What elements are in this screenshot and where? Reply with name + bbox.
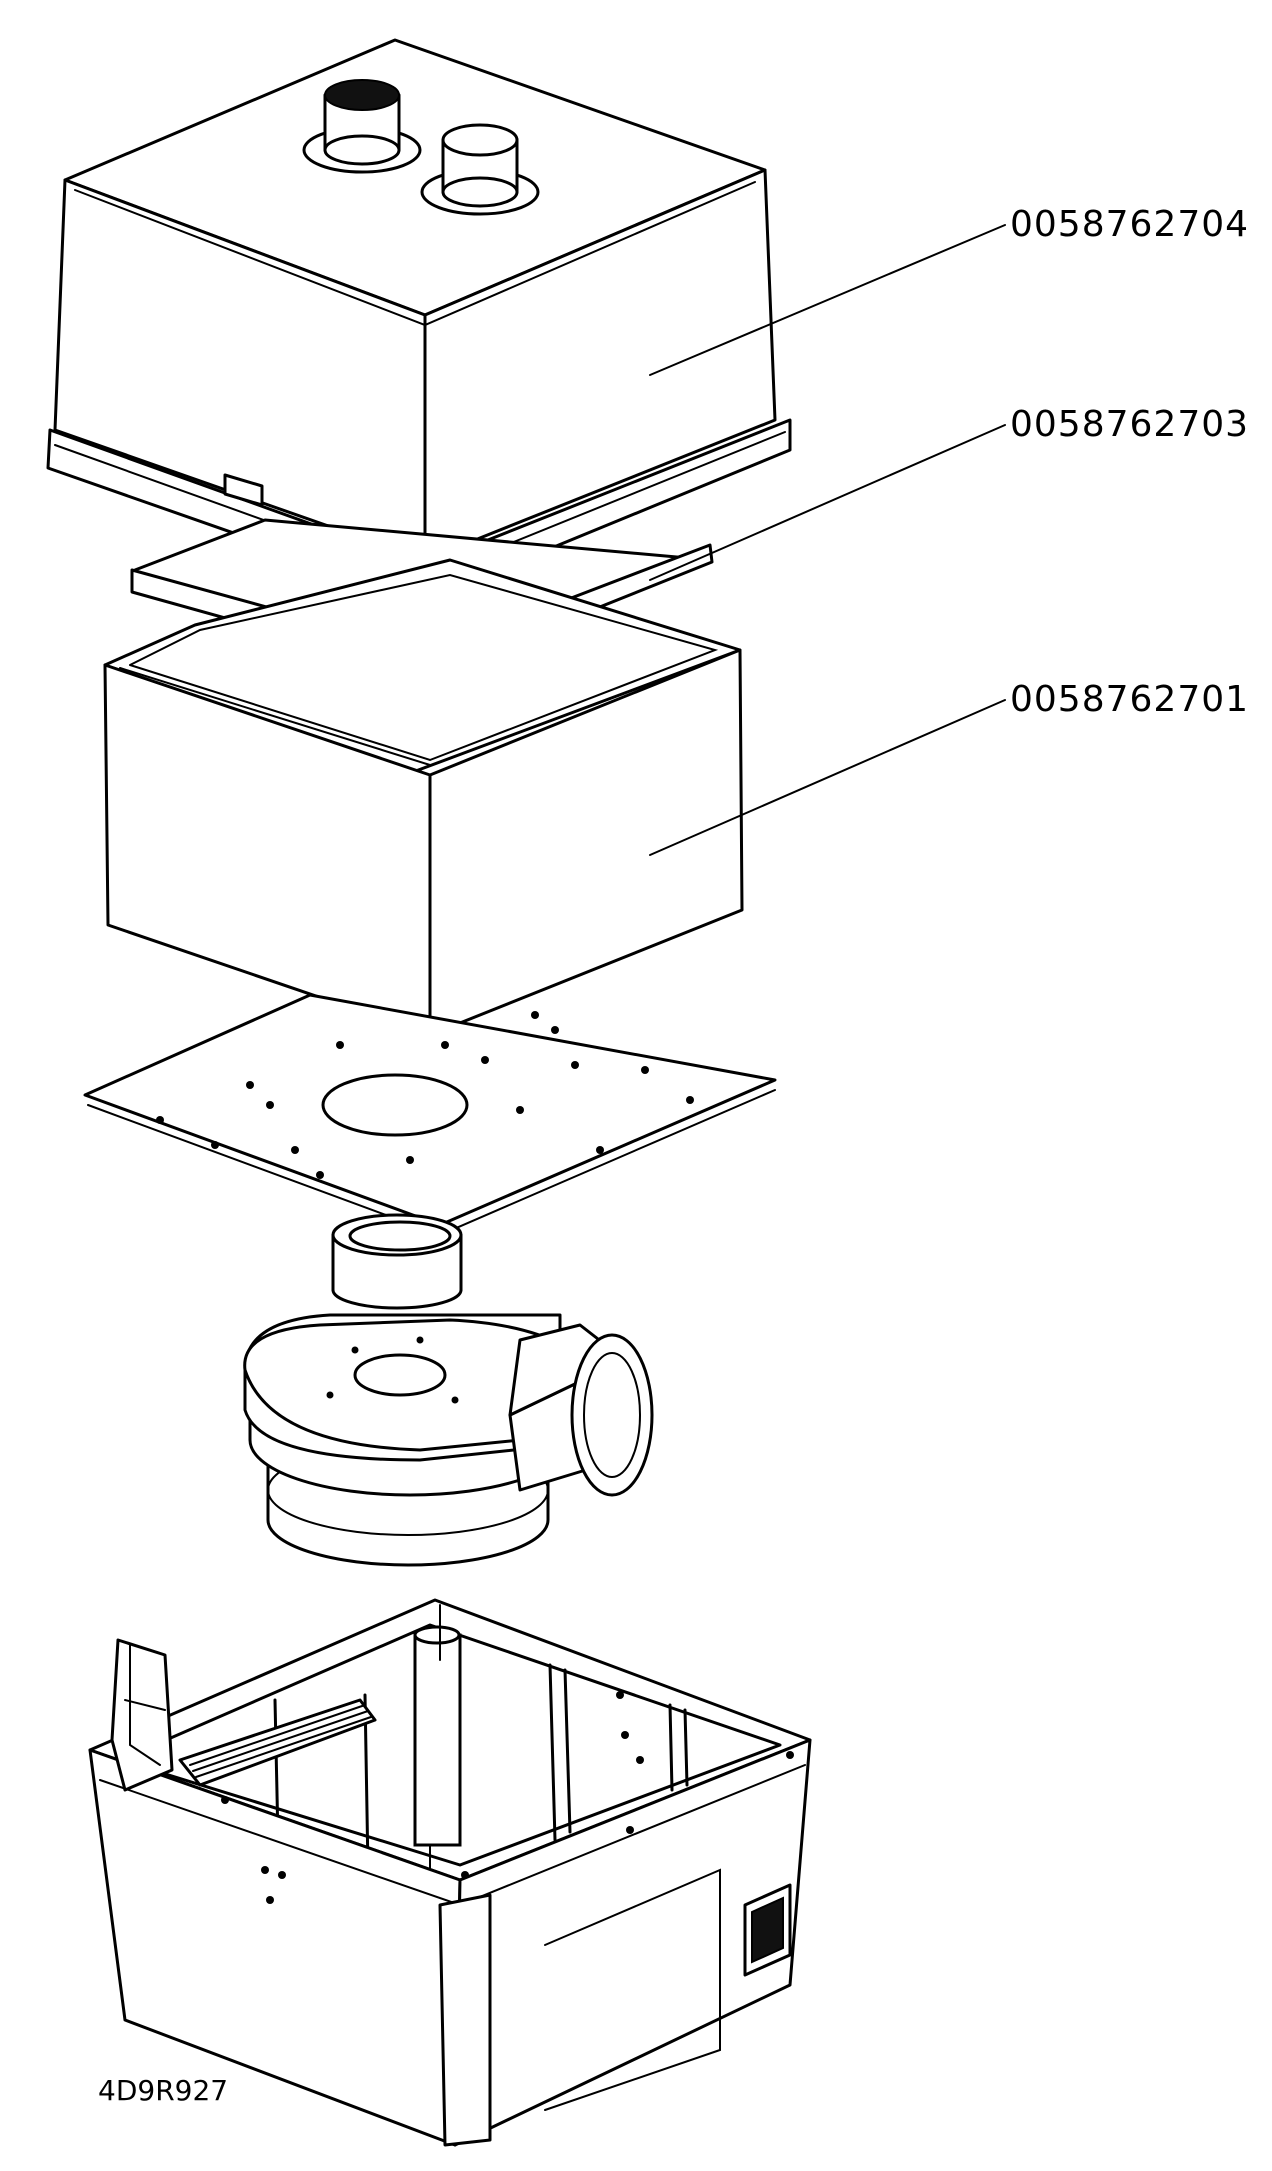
base-plate: [83, 993, 777, 1237]
drawing-id: 4D9R927: [98, 2074, 228, 2107]
blower-unit: [243, 1313, 654, 1567]
collar-ring: [331, 1213, 463, 1310]
grille-slats: [189, 1704, 372, 1778]
top-cover: [46, 38, 792, 602]
part-label-filter: 0058762703: [1010, 404, 1249, 445]
lower-housing: [88, 1598, 812, 2147]
part-label-frame: 0058762701: [1010, 679, 1249, 720]
base-plate-holes: [156, 1011, 694, 1179]
part-label-cover: 0058762704: [1010, 204, 1249, 245]
leader-line-cover: [649, 224, 1006, 376]
leader-lines: [649, 224, 1006, 856]
inner-frame-box: [103, 558, 744, 1037]
leader-line-filter: [649, 424, 1006, 581]
leader-line-frame: [649, 699, 1006, 856]
